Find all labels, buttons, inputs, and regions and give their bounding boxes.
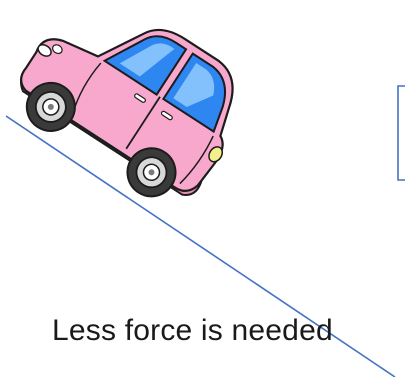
door-handle-rear bbox=[134, 93, 147, 103]
window-highlight-front bbox=[173, 63, 215, 107]
incline-slope-line bbox=[5, 115, 396, 377]
rear-light-2 bbox=[52, 44, 63, 55]
car-door-line bbox=[125, 96, 161, 150]
rear-light bbox=[37, 43, 52, 57]
side-box-bracket bbox=[397, 85, 405, 181]
door-handle-front bbox=[160, 110, 173, 121]
headlight bbox=[208, 146, 224, 163]
rear-wheel bbox=[25, 81, 76, 132]
front-wheel bbox=[126, 147, 177, 198]
caption-text: Less force is needed bbox=[52, 314, 333, 347]
window-highlight-rear bbox=[119, 43, 175, 77]
car-door-line-front bbox=[179, 135, 214, 185]
car-icon bbox=[20, 28, 234, 198]
